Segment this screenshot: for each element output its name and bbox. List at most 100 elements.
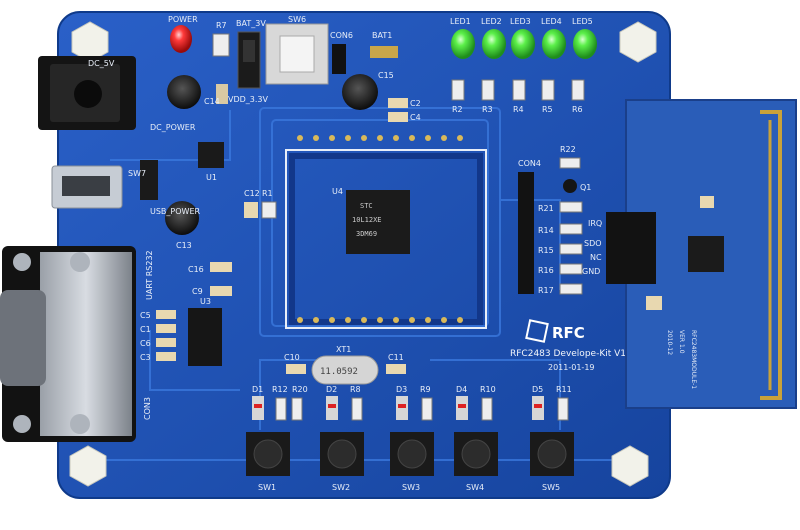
transistor-q1 xyxy=(563,179,577,193)
u3-caps xyxy=(156,310,176,361)
push-button-sw4[interactable] xyxy=(454,432,498,476)
label-r6: R6 xyxy=(572,105,583,114)
resistor-r1 xyxy=(261,201,277,219)
label-r14: R14 xyxy=(538,226,554,235)
label-r11: R11 xyxy=(556,385,572,394)
module-date: 2010-12 xyxy=(666,330,673,355)
label-d1: D1 xyxy=(252,385,263,394)
board-date: 2011-01-19 xyxy=(548,363,595,372)
label-d4: D4 xyxy=(456,385,467,394)
label-r5: R5 xyxy=(542,105,553,114)
led-resistors xyxy=(451,79,585,101)
rfc-logo-icon xyxy=(525,319,549,343)
label-xt1: XT1 xyxy=(336,345,351,354)
label-led5: LED5 xyxy=(572,17,593,26)
dc-power-jack xyxy=(38,56,136,130)
resistor-r22 xyxy=(559,157,581,169)
mounting-standoffs xyxy=(69,21,657,487)
label-vdd: VDD_3.3V xyxy=(228,95,269,104)
label-c15: C15 xyxy=(378,71,394,80)
label-r2: R2 xyxy=(452,105,463,114)
label-d3: D3 xyxy=(396,385,407,394)
label-sw2: SW2 xyxy=(332,483,350,492)
label-d2: D2 xyxy=(326,385,337,394)
regulator-u1 xyxy=(198,142,224,168)
label-c10: C10 xyxy=(284,353,300,362)
label-r1: R1 xyxy=(262,189,273,198)
label-con6: CON6 xyxy=(330,31,353,40)
db9-serial-connector xyxy=(0,246,136,442)
label-sw7: SW7 xyxy=(128,169,146,178)
mcu-chip-u4 xyxy=(346,190,410,254)
label-u3: U3 xyxy=(200,297,211,306)
mcu-text-3: 3DM69 xyxy=(356,230,377,238)
label-u4: U4 xyxy=(332,187,343,196)
label-uart: UART RS232 xyxy=(145,250,154,300)
label-d5: D5 xyxy=(532,385,543,394)
label-bat-3v: BAT_3V xyxy=(236,19,266,28)
capacitor-c10 xyxy=(286,364,306,374)
label-c9: C9 xyxy=(192,287,203,296)
push-button-sw2[interactable] xyxy=(320,432,364,476)
label-c14: C14 xyxy=(204,97,220,106)
label-led2: LED2 xyxy=(481,17,502,26)
battery-pads xyxy=(370,46,398,58)
capacitor-c12 xyxy=(244,202,258,218)
mini-usb-connector xyxy=(51,165,123,209)
power-led-icon xyxy=(170,25,192,53)
label-dc-5v: DC_5V xyxy=(88,59,115,68)
rs232-chip-u3 xyxy=(188,308,222,366)
rf-module-board xyxy=(606,99,797,409)
label-r15: R15 xyxy=(538,246,554,255)
capacitor-c2 xyxy=(388,98,408,108)
capacitor-c14 xyxy=(216,84,228,104)
label-c2: C2 xyxy=(410,99,421,108)
label-c11: C11 xyxy=(388,353,404,362)
label-sw4: SW4 xyxy=(466,483,484,492)
module-name: RFC2483MODULE-1 xyxy=(690,330,697,389)
label-sw1: SW1 xyxy=(258,483,276,492)
label-power: POWER xyxy=(168,15,198,24)
interface-resistors xyxy=(559,201,583,295)
push-button-sw5[interactable] xyxy=(530,432,574,476)
capacitor-c9 xyxy=(210,286,232,296)
push-button-sw3[interactable] xyxy=(390,432,434,476)
capacitor-c14-big xyxy=(167,75,201,109)
crystal-value: 11.0592 xyxy=(320,367,358,377)
power-push-switch[interactable] xyxy=(265,23,329,85)
label-r12: R12 xyxy=(272,385,288,394)
label-r10: R10 xyxy=(480,385,496,394)
label-r9: R9 xyxy=(420,385,431,394)
label-con4: CON4 xyxy=(518,159,541,168)
label-gnd: GND xyxy=(582,267,600,276)
label-bat1: BAT1 xyxy=(372,31,392,40)
label-c6: C6 xyxy=(140,339,151,348)
capacitor-c16 xyxy=(210,262,232,272)
label-r4: R4 xyxy=(513,105,524,114)
status-leds xyxy=(451,29,597,59)
label-r16: R16 xyxy=(538,266,554,275)
board-title: RFC2483 Develope-Kit V1.1 xyxy=(510,349,635,359)
mcu-text-2: 10L12XE xyxy=(352,216,382,224)
usb-power-switch[interactable] xyxy=(140,160,158,200)
label-sdo: SDO xyxy=(584,239,602,248)
mcu-pins xyxy=(297,135,463,323)
label-c1: C1 xyxy=(140,325,151,334)
label-r17: R17 xyxy=(538,286,554,295)
switch-knob xyxy=(243,40,255,62)
push-button-sw1[interactable] xyxy=(246,432,290,476)
label-led4: LED4 xyxy=(541,17,562,26)
crystal-xt1 xyxy=(311,355,379,385)
capacitor-c13 xyxy=(165,201,199,235)
label-irq: IRQ xyxy=(588,219,602,228)
label-c16: C16 xyxy=(188,265,204,274)
label-sw6: SW6 xyxy=(288,15,306,24)
label-c3: C3 xyxy=(140,353,151,362)
label-con3: CON3 xyxy=(143,397,152,420)
mcu-socket xyxy=(285,149,487,329)
label-q1: Q1 xyxy=(580,183,591,192)
label-u1: U1 xyxy=(206,173,217,182)
label-c13: C13 xyxy=(176,241,192,250)
label-nc: NC xyxy=(590,253,602,262)
